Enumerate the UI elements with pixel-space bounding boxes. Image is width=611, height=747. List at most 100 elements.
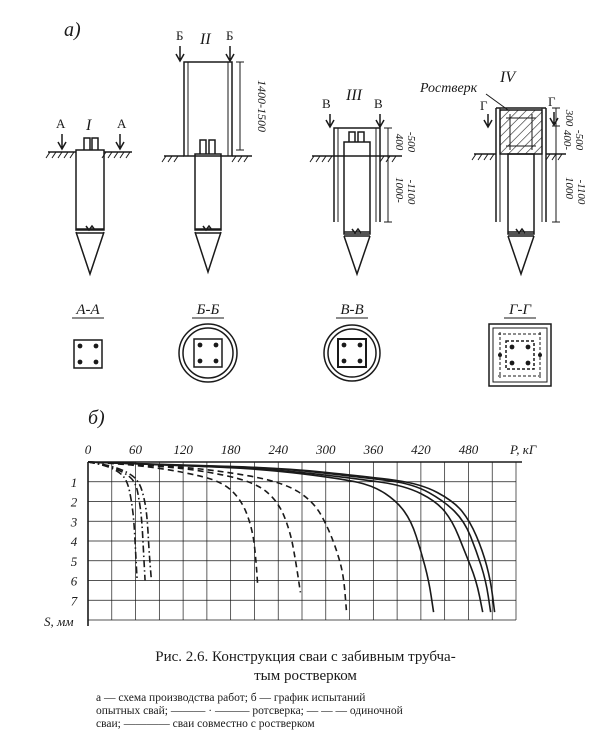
section-d-inner [492,327,548,383]
section-b-label: Б-Б [196,302,220,318]
scheme-4-letter-left: Г [480,98,488,113]
scheme-3-dim-2: -500 [405,132,417,153]
section-b-outer-ring [178,323,238,383]
pile-tip [194,231,222,275]
rostverk-callout: Ростверк [419,81,478,96]
scheme-4-dim-3: -500 [573,130,585,151]
tube-shell [183,61,233,157]
legend-line1: а — схема производства работ; б — график… [96,692,366,704]
legend-line3: сваи; ———— сваи совместно с ростверком [96,718,315,730]
pile-shaft [507,153,535,235]
pile-shaft [194,153,222,231]
x-axis-label: P, кГ [509,442,537,457]
pile-tip [507,235,535,277]
y-tick-label: 7 [71,593,78,608]
y-tick-label: 5 [71,554,78,569]
series-line-dashdot-1 [87,461,138,581]
section-b-inner-ring [182,327,234,379]
dimension-line [236,61,244,151]
scheme-1: I А А [45,116,132,277]
rostverk-block [499,109,543,155]
x-tick-label: 480 [459,442,479,457]
pile-tip [343,235,371,277]
dimension-line [552,107,560,223]
y-tick-label: 1 [71,475,78,490]
section-arrow-left [483,114,493,129]
rebar-head [348,131,365,142]
part-a-label: а) [64,19,81,41]
pile-joint [344,227,370,237]
section-c-label: В-В [340,302,363,318]
series-line-dashed-6 [87,461,348,611]
scheme-3-letter-right: В [374,96,383,111]
rebar-head [83,137,99,150]
x-tick-label: 360 [363,442,384,457]
ground-hatch [45,151,131,159]
scheme-4-letter-right: Г [548,94,556,109]
section-arrow-right [225,46,235,63]
rebar-head [199,139,216,154]
ground-hatch [161,155,249,163]
scheme-3-dim-3: 1000- [393,177,405,203]
section-row: А-А Б-Б В-В Г-Г [72,302,552,387]
y-tick-label: 3 [70,514,78,529]
x-tick-label: 300 [315,442,336,457]
scheme-3-letter-left: В [322,96,331,111]
section-arrow-left [57,134,67,151]
x-tick-label: 240 [268,442,288,457]
scheme-3-dim-4: -1100 [405,180,417,205]
section-d-rebar-grid [498,332,542,378]
pile-shaft [343,141,371,235]
tube-inner [337,128,377,222]
section-b-square [193,338,223,368]
scheme-4-dim-5: -1100 [575,180,587,205]
section-c-square [337,338,367,368]
tube-collar [333,127,381,157]
scheme-4-dim-2: 300 [563,109,575,127]
pile-shaft [75,149,105,231]
legend-line2: опытных свай; ——— · ——— ротсверка; — — —… [96,705,403,717]
section-b-rebars [197,342,219,364]
section-d-label: Г-Г [508,302,533,318]
x-tick-label: 180 [221,442,241,457]
figure-legend: а — схема производства работ; б — график… [96,692,516,731]
y-tick-label: 2 [71,495,78,510]
scheme-2-letter-right: Б [226,28,233,43]
tube-lower [333,156,381,222]
section-arrow-right [115,134,125,151]
pile-joint [195,224,221,234]
section-a-rebars [77,343,99,365]
section-a-label: А-А [75,302,100,318]
section-arrow-left [325,114,335,129]
y-tick-label: 6 [71,574,78,589]
section-c-inner-ring [327,328,377,378]
series-line-dashdot-3 [87,461,153,581]
tube-inner [187,62,229,156]
section-d-core [505,340,535,370]
section-a-square [73,339,103,369]
rostverk-rebar [506,114,536,150]
scheme-1-numeral: I [85,117,92,134]
x-tick-label: 0 [85,442,92,457]
pile-joint [508,227,534,237]
series-line-solid-10 [87,461,496,613]
series-line-solid-8 [87,461,484,613]
x-tick-label: 60 [129,442,143,457]
scheme-1-letter-left: А [56,116,66,131]
scheme-4-dim-1: 400- [561,130,573,151]
x-tick-label: 120 [173,442,193,457]
ground-hatch [309,155,397,163]
x-tick-label: 420 [411,442,431,457]
y-axis-label: S, мм [44,614,74,629]
caption-title-line2: тым ростверком [254,668,357,684]
scheme-3: III В В 400 -500 1000- -1100 [309,87,417,277]
ground-hatch [471,153,563,161]
scheme-2-letter-left: Б [176,28,183,43]
scheme-4: IV Ростверк Г Г 300 400- -500 1000 -1100 [419,69,587,277]
section-arrow-right [549,112,559,127]
scheme-1-letter-right: А [117,116,127,131]
scheme-3-numeral: III [345,87,363,104]
figure-caption: Рис. 2.6. Конструкция сваи с забивным тр… [0,648,611,686]
